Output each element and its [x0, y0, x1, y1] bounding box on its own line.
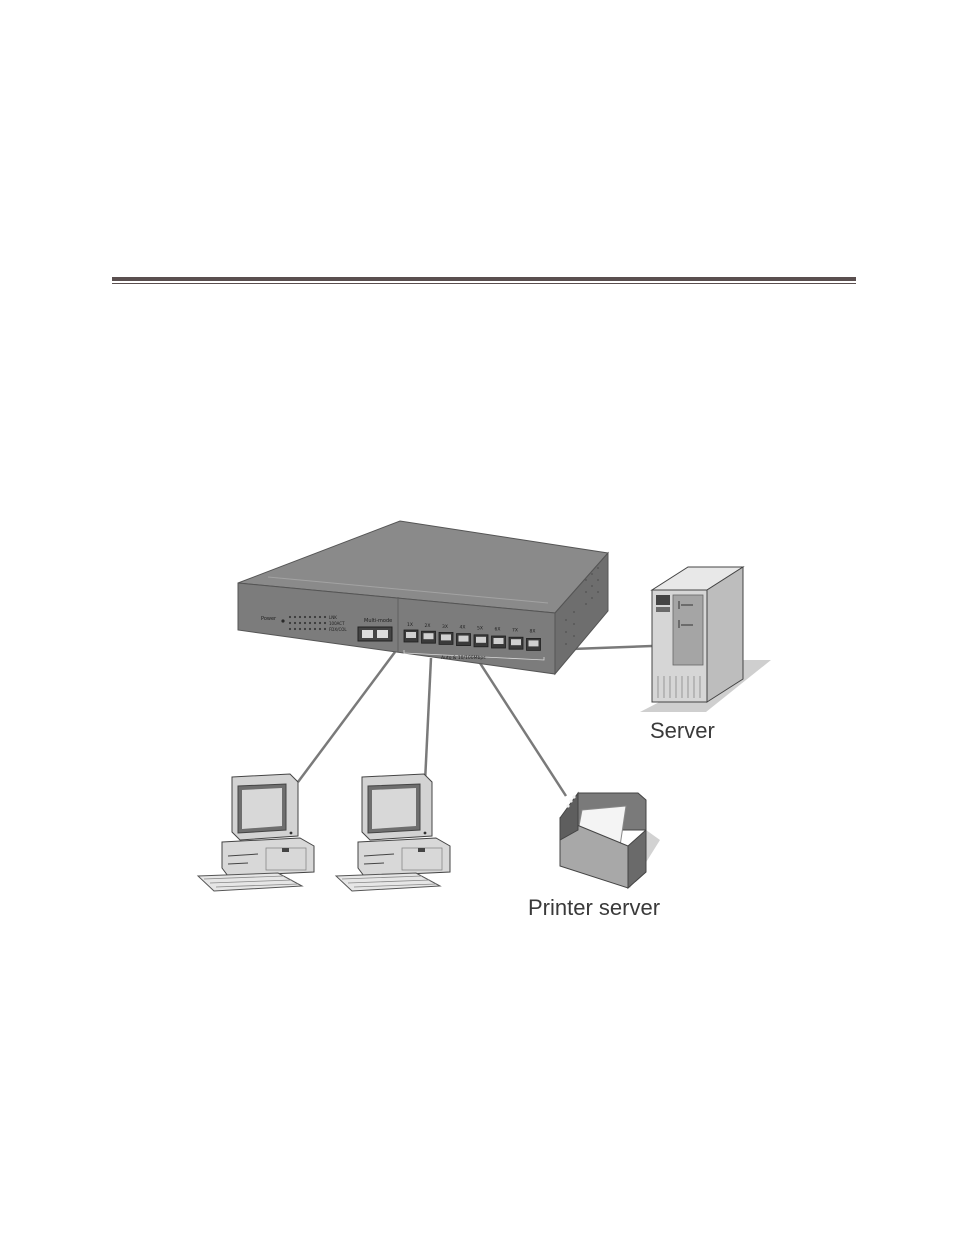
server-drive-1 [656, 595, 670, 605]
network-switch: Power LNK 100ACT FDX/COL Multi-mode 1X 2X… [238, 521, 608, 674]
port-led [314, 616, 316, 618]
port-label: 8X [530, 628, 536, 634]
workstation-2 [336, 774, 450, 891]
rj45-port-socket [441, 634, 451, 640]
server-side [707, 567, 743, 702]
led-row-label-3: FDX/COL [329, 627, 347, 632]
switch-power-label: Power [261, 616, 277, 622]
rj45-port-socket [459, 636, 469, 642]
port-led [294, 616, 296, 618]
port-led [289, 628, 291, 630]
workstation-2-keyboard [336, 873, 440, 891]
workstation-1 [198, 774, 314, 891]
port-led [299, 628, 301, 630]
port-label: 6X [495, 627, 501, 633]
cable-pc1 [298, 652, 395, 782]
workstation-1-keyboard [198, 873, 302, 891]
cable-pc2 [425, 658, 431, 782]
server-drive-2 [656, 607, 670, 612]
fiber-port-tx [362, 630, 373, 638]
port-label: 5X [477, 626, 483, 632]
port-led [319, 628, 321, 630]
port-label: 2X [425, 623, 431, 629]
workstation-1-screen-glass [242, 788, 282, 829]
rj45-port-socket [511, 639, 521, 645]
port-led [309, 628, 311, 630]
rj45-port-socket [476, 637, 486, 643]
port-label: 4X [460, 625, 466, 631]
rj45-port-socket [424, 633, 434, 639]
port-led [324, 616, 326, 618]
port-led [294, 628, 296, 630]
port-led [299, 622, 301, 624]
port-led [324, 628, 326, 630]
server-label: Server [650, 718, 715, 744]
workstation-2-screen-glass [372, 788, 416, 829]
port-label: 3X [442, 624, 448, 630]
fiber-port-rx [377, 630, 388, 638]
rj45-port-socket [529, 640, 539, 646]
printer-server [560, 793, 660, 888]
port-label: 1X [407, 622, 413, 628]
printer-server-label: Printer server [528, 895, 660, 921]
led-row-label-2: 100ACT [329, 621, 345, 626]
port-led [309, 616, 311, 618]
port-led [304, 628, 306, 630]
port-led [314, 628, 316, 630]
port-label: 7X [512, 627, 518, 633]
power-led [281, 619, 284, 622]
port-led [314, 622, 316, 624]
rj45-port-socket [406, 632, 416, 638]
server-tower [640, 567, 771, 712]
ports-caption: Auto & 10/100Mbps [441, 655, 486, 661]
rj45-port-socket [494, 638, 504, 644]
port-led [319, 622, 321, 624]
port-led [304, 622, 306, 624]
cables [298, 646, 652, 796]
port-led [309, 622, 311, 624]
port-led [304, 616, 306, 618]
port-led [294, 622, 296, 624]
printer-side [628, 830, 646, 888]
port-led [289, 622, 291, 624]
port-led [289, 616, 291, 618]
port-led [324, 622, 326, 624]
port-led [299, 616, 301, 618]
cable-printer [478, 660, 566, 796]
led-row-label-1: LNK [329, 615, 337, 620]
port-led [319, 616, 321, 618]
fiber-port-label: Multi-mode [364, 618, 392, 624]
